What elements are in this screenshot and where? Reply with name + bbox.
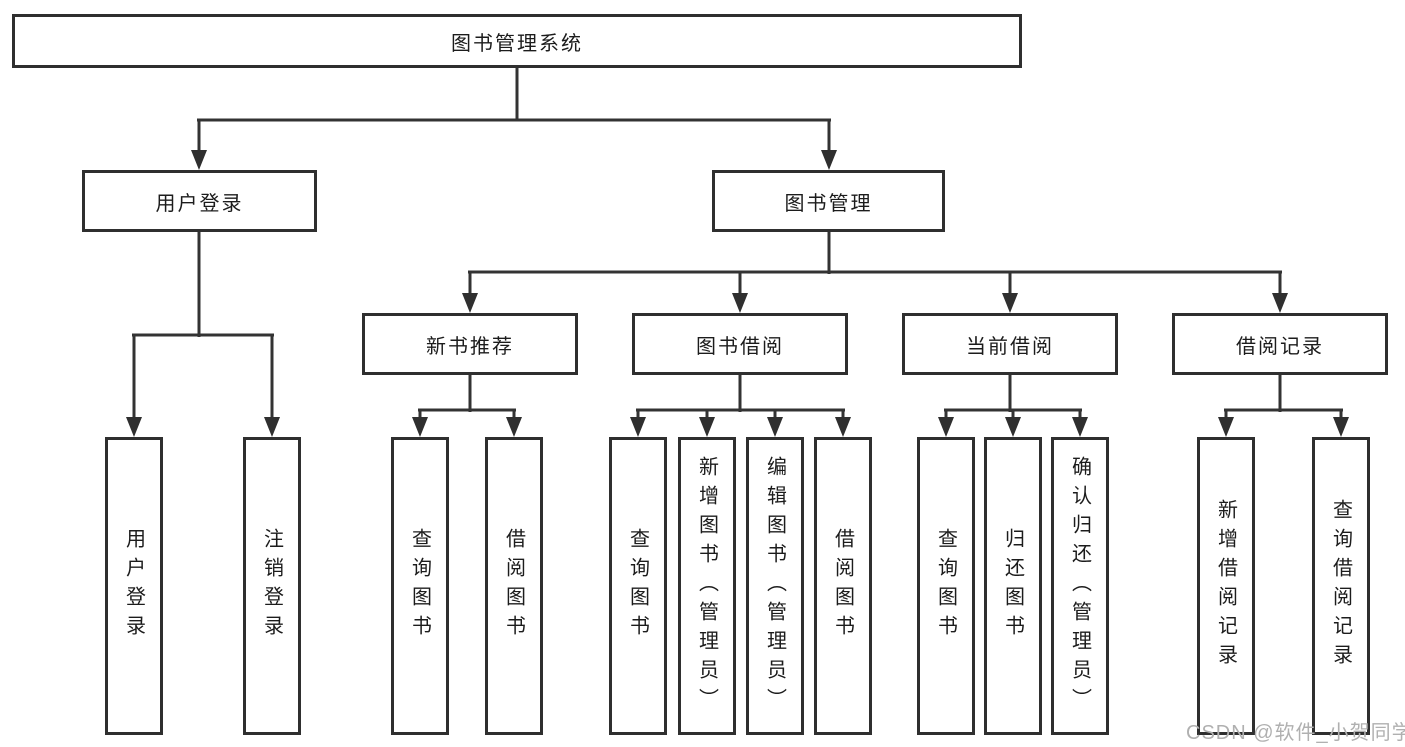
leaf-logout: 注销登录 bbox=[243, 437, 301, 735]
leaf-recommend-borrow-books: 借阅图书 bbox=[485, 437, 543, 735]
leaf-records-query-borrow-record: 查询借阅记录 bbox=[1312, 437, 1370, 735]
leaf-user-login: 用户登录 bbox=[105, 437, 163, 735]
leaf-current-confirm-return-admin: 确认归还（管理员） bbox=[1051, 437, 1109, 735]
leaf-borrowing-borrow-books: 借阅图书 bbox=[814, 437, 872, 735]
watermark: CSDN @软件_小贺同学 bbox=[1186, 722, 1405, 744]
leaf-current-query-books: 查询图书 bbox=[917, 437, 975, 735]
node-book-borrowing: 图书借阅 bbox=[632, 313, 848, 375]
node-book-management: 图书管理 bbox=[712, 170, 945, 232]
node-library-management-system: 图书管理系统 bbox=[12, 14, 1022, 68]
leaf-borrowing-add-books-admin: 新增图书（管理员） bbox=[678, 437, 736, 735]
leaf-recommend-query-books: 查询图书 bbox=[391, 437, 449, 735]
leaf-current-return-books: 归还图书 bbox=[984, 437, 1042, 735]
leaf-records-add-borrow-record: 新增借阅记录 bbox=[1197, 437, 1255, 735]
node-user-login: 用户登录 bbox=[82, 170, 317, 232]
node-current-borrowing: 当前借阅 bbox=[902, 313, 1118, 375]
leaf-borrowing-query-books: 查询图书 bbox=[609, 437, 667, 735]
node-borrowing-records: 借阅记录 bbox=[1172, 313, 1388, 375]
node-new-book-recommendation: 新书推荐 bbox=[362, 313, 578, 375]
leaf-borrowing-edit-books-admin: 编辑图书（管理员） bbox=[746, 437, 804, 735]
